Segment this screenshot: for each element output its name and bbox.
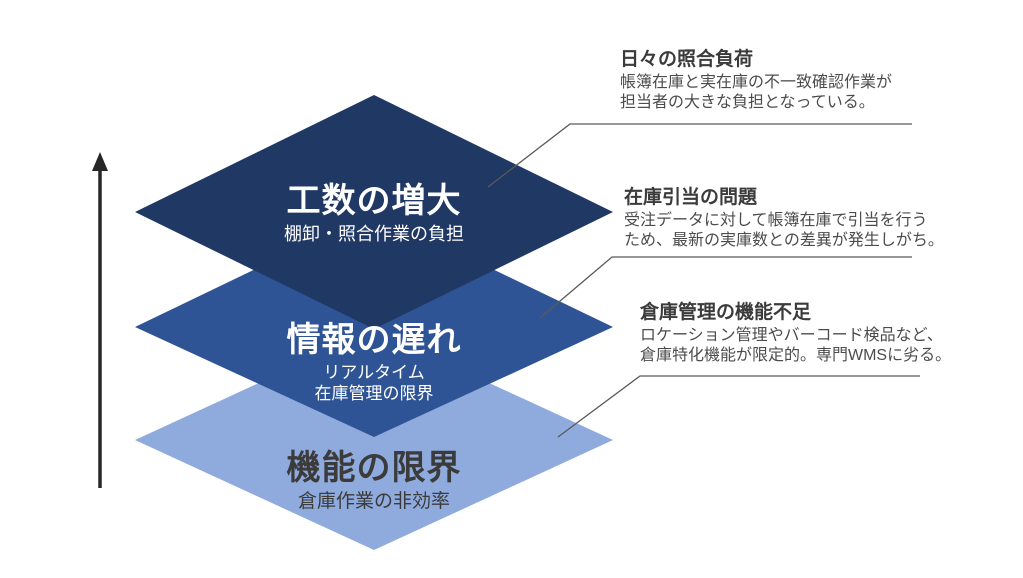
- connector-line-middle: [539, 256, 912, 319]
- annotation-body-line: 担当者の大きな負担となっている。: [620, 94, 875, 111]
- annotation-title: 日々の照合負荷: [620, 49, 754, 70]
- annotation-body-line: 帳簿在庫と実在庫の不一致確認作業が: [620, 74, 893, 91]
- annotation-body-line: ロケーション管理やバーコード検品など、: [640, 327, 943, 344]
- annotation-body-line: 受注データに対して帳簿在庫で引当を行う: [624, 212, 928, 229]
- annotation-body-line: ため、最新の実庫数との差異が発生しがち。: [624, 232, 944, 249]
- annotation-warehouse-function: 倉庫管理の機能不足 ロケーション管理やバーコード検品など、 倉庫特化機能が限定的…: [640, 302, 951, 366]
- layer-top-diamond: [135, 95, 613, 329]
- annotation-inventory-allocation: 在庫引当の問題 受注データに対して帳簿在庫で引当を行う ため、最新の実庫数との差…: [624, 187, 944, 251]
- connector-line-top: [487, 123, 912, 188]
- annotation-title: 在庫引当の問題: [624, 187, 758, 208]
- annotation-daily-reconciliation: 日々の照合負荷 帳簿在庫と実在庫の不一致確認作業が 担当者の大きな負担となってい…: [620, 49, 892, 113]
- connector-line-bottom: [557, 375, 920, 438]
- axis-arrow-head: [92, 152, 108, 171]
- annotation-title: 倉庫管理の機能不足: [640, 302, 812, 323]
- annotation-body-line: 倉庫特化機能が限定的。専門WMSに劣る。: [640, 347, 952, 364]
- layer-bottom-diamond: [135, 330, 613, 550]
